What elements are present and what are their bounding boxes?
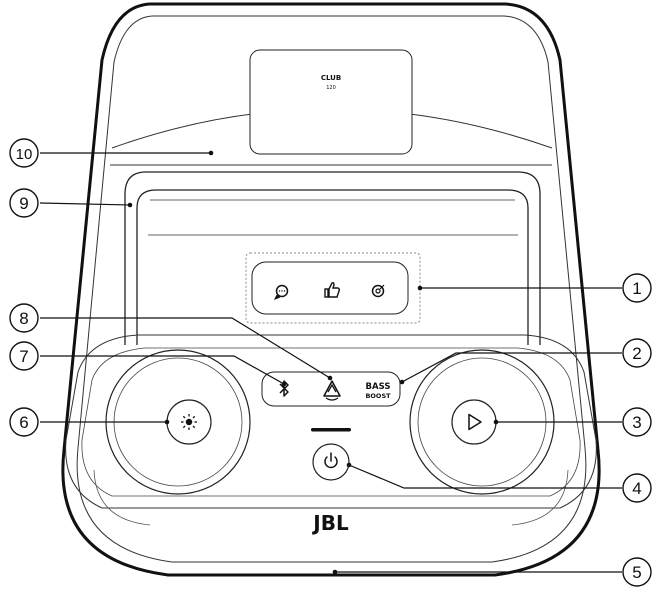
model-name-line1: CLUB — [321, 74, 341, 82]
center-button-panel — [261, 371, 401, 407]
callout-5: 5 — [622, 557, 652, 587]
power-icon — [324, 452, 338, 469]
callout-3-number: 3 — [632, 413, 641, 432]
leader-dots — [127, 150, 499, 575]
light-icon — [181, 414, 197, 430]
leader-lines — [39, 152, 622, 573]
control-deck-rim-right — [511, 469, 569, 526]
control-deck-inner — [81, 347, 581, 497]
callout-2-number: 2 — [632, 344, 641, 363]
bass-boost-label-line2: BOOST — [365, 392, 391, 400]
voice-prompt-icon[interactable] — [273, 284, 289, 300]
status-light-bar — [311, 428, 351, 432]
leader-line-2 — [401, 352, 622, 383]
speaker-inner-rim — [76, 15, 587, 563]
callout-10-number: 10 — [16, 146, 33, 163]
bluetooth-icon[interactable] — [279, 380, 289, 397]
carry-handle — [124, 171, 541, 345]
callout-1: 1 — [622, 273, 652, 303]
brand-logo: JBL — [311, 511, 349, 535]
dj-icon[interactable] — [371, 284, 385, 298]
callout-7: 7 — [9, 341, 39, 371]
model-name-line2: 120 — [326, 85, 336, 91]
callout-5-number: 5 — [632, 563, 641, 582]
callout-7-number: 7 — [19, 347, 28, 366]
callout-4-number: 4 — [632, 479, 641, 498]
callout-4: 4 — [622, 473, 652, 503]
auracast-icon[interactable] — [323, 380, 341, 401]
callout-3: 3 — [622, 407, 652, 437]
bass-boost-label-line1: BASS — [366, 382, 391, 392]
callout-6: 6 — [9, 407, 39, 437]
leader-line-8 — [40, 317, 331, 379]
bass-boost-button[interactable]: BASS BOOST — [365, 382, 391, 400]
play-icon — [468, 413, 482, 431]
callout-9-number: 9 — [19, 194, 28, 213]
leader-line-7 — [40, 355, 285, 385]
callout-10: 10 — [9, 138, 39, 168]
callout-9: 9 — [9, 188, 39, 218]
callout-8: 8 — [9, 303, 39, 333]
callout-6-number: 6 — [19, 413, 28, 432]
play-button[interactable] — [451, 399, 497, 445]
model-badge — [249, 49, 413, 155]
control-deck-rim-left — [93, 469, 151, 526]
leader-line-9 — [39, 202, 131, 206]
callout-1-number: 1 — [632, 279, 641, 298]
callout-8-number: 8 — [19, 309, 28, 328]
speaker-outer-shell — [61, 2, 601, 577]
leader-line-4 — [348, 464, 622, 489]
power-button[interactable] — [312, 443, 350, 481]
carry-handle-inner — [136, 189, 529, 345]
thumbs-up-icon[interactable] — [324, 282, 341, 298]
callout-2: 2 — [622, 338, 652, 368]
control-deck-outer — [65, 334, 597, 509]
